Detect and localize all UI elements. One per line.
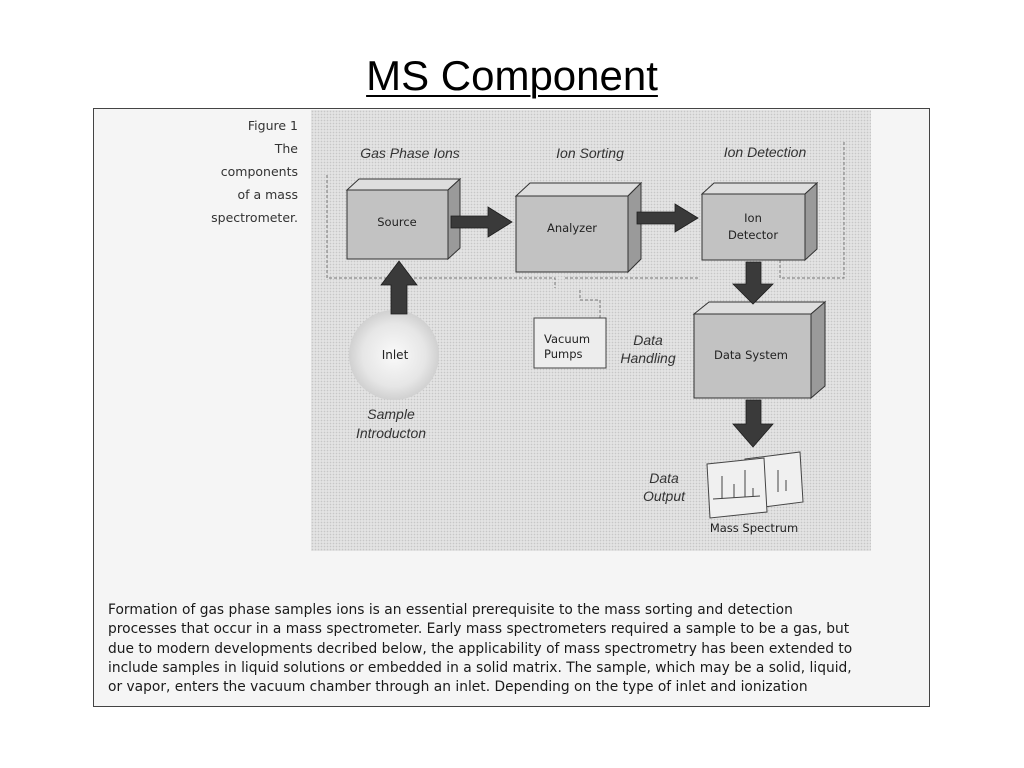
analyzer-box: Analyzer bbox=[514, 181, 643, 274]
data-system-box-front bbox=[693, 313, 812, 399]
mass-spectrum-label: Mass Spectrum bbox=[710, 521, 798, 535]
ion-detector-label-line1: Ion bbox=[744, 211, 762, 225]
data-system-label: Data System bbox=[714, 348, 788, 362]
analyzer-box-side bbox=[627, 181, 642, 274]
arrow-detector-to-data-system bbox=[732, 261, 774, 305]
ion-detector-box-top bbox=[700, 182, 819, 195]
dashed-enclosure bbox=[326, 142, 845, 318]
source-label: Source bbox=[377, 215, 417, 229]
figure-caption: Figure 1 The components of a mass spectr… bbox=[160, 114, 298, 229]
caption-line: of a mass bbox=[237, 187, 298, 202]
stage-label-data-handling-line1: Data bbox=[633, 332, 663, 348]
inlet-circle: Inlet bbox=[349, 310, 439, 400]
ion-detector-box-side bbox=[804, 181, 818, 262]
stage-label-data-handling-line2: Handling bbox=[620, 350, 675, 366]
body-text-line: processes that occur in a mass spectrome… bbox=[108, 621, 850, 638]
analyzer-box-front bbox=[515, 195, 629, 273]
body-text: Formation of gas phase samples ions is a… bbox=[108, 601, 923, 697]
stage-label-sample-introduction-line2: Introducton bbox=[356, 425, 426, 441]
caption-line: components bbox=[220, 164, 298, 179]
arrow-source-to-analyzer bbox=[450, 206, 513, 238]
vacuum-pumps-label-line1: Vacuum bbox=[544, 332, 590, 346]
vacuum-pumps-label-line2: Pumps bbox=[544, 347, 583, 361]
inlet-shape bbox=[349, 310, 439, 400]
body-text-line: Formation of gas phase samples ions is a… bbox=[108, 602, 793, 618]
caption-line: Figure 1 bbox=[247, 118, 298, 133]
body-text-line: or vapor, enters the vacuum chamber thro… bbox=[108, 679, 808, 696]
slide-title: MS Component bbox=[366, 52, 658, 99]
data-system-box: Data System bbox=[692, 300, 827, 400]
source-box-top bbox=[345, 178, 462, 191]
stage-label-data-output-line1: Data bbox=[649, 470, 679, 486]
arrow-data-system-to-output bbox=[732, 399, 774, 448]
stage-label-ion-detection: Ion Detection bbox=[724, 144, 807, 160]
arrow-inlet-to-source bbox=[380, 260, 418, 315]
data-system-box-side bbox=[810, 300, 826, 400]
arrow-analyzer-to-detector bbox=[636, 203, 699, 233]
ion-detector-box-front bbox=[701, 193, 806, 261]
source-box: Source bbox=[345, 177, 462, 261]
caption-line: The bbox=[274, 141, 298, 156]
body-text-line: due to modern developments decribed belo… bbox=[108, 640, 853, 657]
arrows bbox=[380, 203, 774, 448]
stage-label-ion-sorting: Ion Sorting bbox=[556, 145, 624, 161]
stage-label-gas-phase-ions: Gas Phase Ions bbox=[360, 145, 460, 161]
ion-detector-box: Ion Detector bbox=[700, 181, 819, 262]
stage-label-data-output-line2: Output bbox=[643, 488, 686, 504]
caption-line: spectrometer. bbox=[211, 210, 298, 225]
stage-label-sample-introduction-line1: Sample bbox=[367, 406, 415, 422]
analyzer-label: Analyzer bbox=[547, 221, 597, 235]
mass-spectrum-icon bbox=[706, 451, 804, 519]
vacuum-pumps-box: Vacuum Pumps bbox=[533, 317, 607, 369]
analyzer-box-top bbox=[514, 182, 643, 197]
ion-detector-label-line2: Detector bbox=[728, 228, 778, 242]
body-text-line: include samples in liquid solutions or e… bbox=[108, 659, 852, 676]
data-system-box-top bbox=[692, 301, 827, 315]
vacuum-pumps-frame bbox=[533, 317, 607, 369]
inlet-label: Inlet bbox=[382, 348, 409, 362]
source-box-front bbox=[346, 189, 449, 260]
